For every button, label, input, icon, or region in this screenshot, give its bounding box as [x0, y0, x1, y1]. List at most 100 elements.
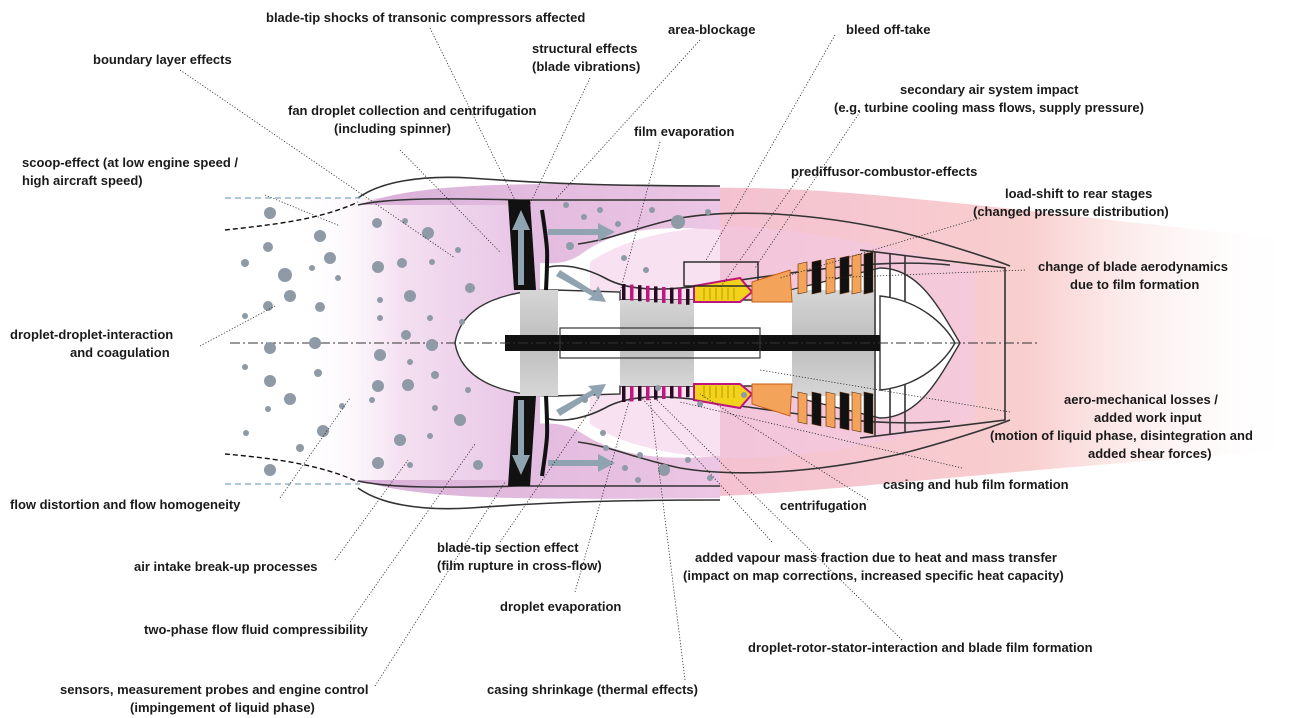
droplet — [242, 313, 248, 319]
droplet — [402, 379, 414, 391]
droplet — [600, 430, 606, 436]
droplet — [655, 385, 661, 391]
droplet — [284, 393, 296, 405]
label-scoop-effect: scoop-effect (at low engine speed / — [22, 155, 238, 170]
droplet — [324, 252, 336, 264]
droplet — [372, 261, 384, 273]
label-load-shift: load-shift to rear stages — [1005, 186, 1152, 201]
label-load-shift-sub: (changed pressure distribution) — [973, 204, 1169, 219]
turbine-blade — [826, 392, 835, 428]
droplet — [314, 369, 322, 377]
label-two-phase: two-phase flow fluid compressibility — [144, 622, 369, 637]
droplet — [263, 242, 273, 252]
turbine-blade — [798, 392, 807, 424]
droplet — [473, 460, 483, 470]
label-droplet-rotor-stator: droplet-rotor-stator-interaction and bla… — [748, 640, 1093, 655]
label-area-blockage: area-blockage — [668, 22, 755, 37]
droplet — [622, 465, 628, 471]
droplet — [264, 375, 276, 387]
label-air-intake-breakup: air intake break-up processes — [134, 559, 318, 574]
droplet — [372, 218, 382, 228]
label-fan-droplet: fan droplet collection and centrifugatio… — [288, 103, 537, 118]
label-boundary-layer: boundary layer effects — [93, 52, 232, 67]
label-blade-tip-shocks: blade-tip shocks of transonic compressor… — [266, 10, 585, 25]
label-scoop-effect-sub: high aircraft speed) — [22, 173, 143, 188]
droplet — [432, 405, 438, 411]
label-droplet-interaction-sub: and coagulation — [70, 345, 170, 360]
droplet — [635, 477, 641, 483]
label-aero-mech-2: added work input — [1094, 410, 1202, 425]
turbine-blade — [840, 256, 849, 294]
label-droplet-interaction: droplet-droplet-interaction — [10, 327, 173, 342]
droplet — [296, 444, 304, 452]
droplet — [707, 475, 713, 481]
droplet — [429, 259, 435, 265]
label-fan-droplet-sub: (including spinner) — [334, 121, 451, 136]
droplet — [397, 258, 407, 268]
droplet — [643, 267, 649, 273]
compressor-blade — [670, 386, 674, 398]
label-prediffusor: prediffusor-combustor-effects — [791, 164, 977, 179]
compressor-blade — [670, 288, 674, 304]
droplet — [455, 247, 461, 253]
turbine-blade — [864, 392, 873, 434]
compressor-blade — [686, 289, 690, 305]
compressor-blade — [662, 386, 666, 399]
compressor-blade — [638, 386, 642, 401]
compressor-blade — [678, 288, 682, 304]
droplet — [637, 452, 643, 458]
droplet — [649, 207, 655, 213]
turbine-blade — [864, 252, 873, 294]
droplet — [427, 433, 433, 439]
label-aero-mech: aero-mechanical losses / — [1064, 392, 1218, 407]
droplet — [705, 209, 711, 215]
label-sensors-sub: (impingement of liquid phase) — [130, 700, 315, 715]
droplet — [369, 397, 375, 403]
droplet — [603, 445, 609, 451]
label-blade-aero: change of blade aerodynamics — [1038, 259, 1228, 274]
label-blade-tip-section-sub: (film rupture in cross-flow) — [437, 558, 602, 573]
droplet — [465, 283, 475, 293]
droplet — [372, 380, 384, 392]
droplet — [685, 457, 691, 463]
label-bleed-offtake: bleed off-take — [846, 22, 931, 37]
compressor-blade — [662, 287, 666, 303]
droplet — [426, 339, 438, 351]
label-centrifugation: centrifugation — [780, 498, 867, 513]
turbine-blade — [812, 392, 821, 426]
droplet — [309, 265, 315, 271]
compressor-blade — [646, 386, 650, 400]
droplet — [697, 401, 703, 407]
droplet — [278, 268, 292, 282]
turbine-blade — [798, 262, 807, 294]
droplet — [374, 349, 386, 361]
droplet — [404, 290, 416, 302]
label-added-vapour: added vapour mass fraction due to heat a… — [695, 550, 1057, 565]
compressor-blade — [630, 285, 634, 301]
compressor-blade — [622, 386, 626, 402]
droplet — [265, 406, 271, 412]
label-added-vapour-sub: (impact on map corrections, increased sp… — [683, 568, 1064, 583]
compressor-blade — [622, 284, 626, 300]
droplet — [563, 202, 569, 208]
compressor-blade — [646, 286, 650, 302]
label-film-evaporation: film evaporation — [634, 124, 734, 139]
compressor-blade — [686, 386, 690, 397]
turbine-blade — [812, 260, 821, 294]
compressor-blade — [638, 285, 642, 301]
label-blade-aero-sub: due to film formation — [1070, 277, 1199, 292]
droplet — [407, 462, 413, 468]
label-secondary-air-sub: (e.g. turbine cooling mass flows, supply… — [834, 100, 1144, 115]
droplet — [454, 414, 466, 426]
compressor-blade — [630, 386, 634, 401]
droplet — [309, 337, 321, 349]
turbine-blade — [852, 254, 861, 294]
droplet — [315, 302, 325, 312]
droplet — [422, 227, 434, 239]
droplet — [335, 275, 341, 281]
droplet — [401, 330, 411, 340]
droplet — [597, 207, 603, 213]
droplet — [372, 457, 384, 469]
droplet — [264, 342, 276, 354]
droplet — [402, 218, 408, 224]
